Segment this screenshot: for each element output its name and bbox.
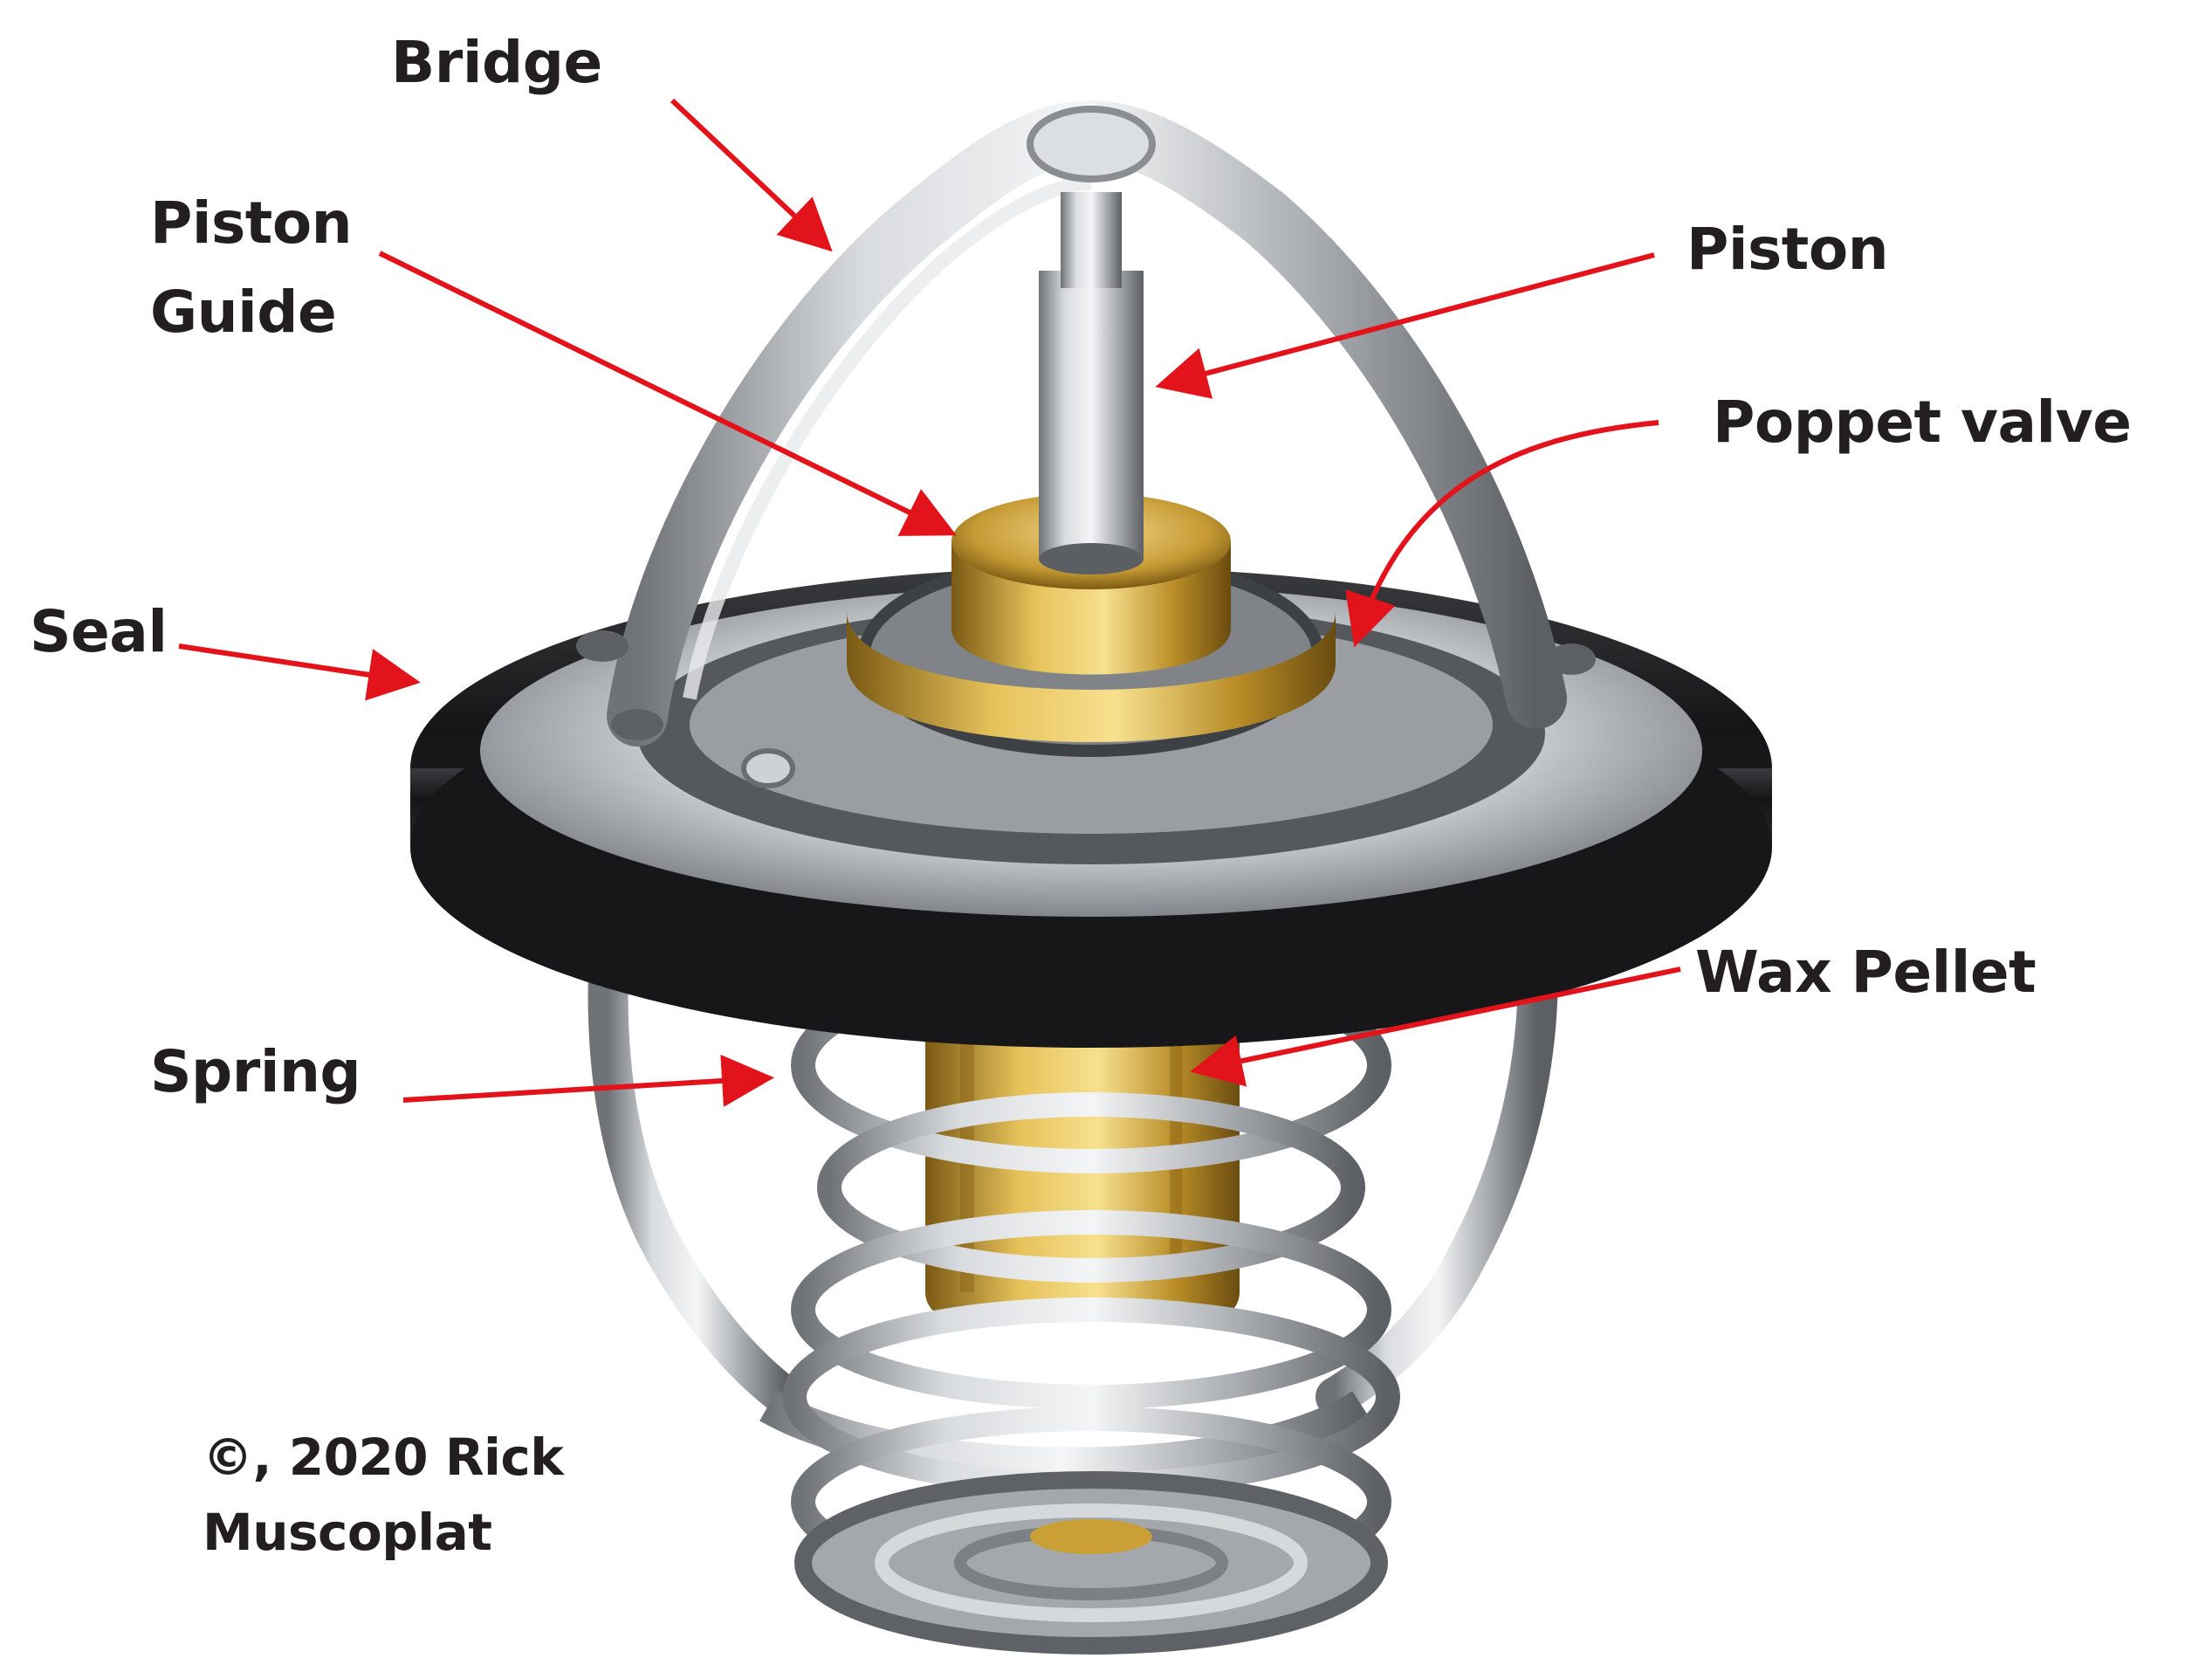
piston-rod — [1039, 271, 1144, 559]
rivet — [741, 748, 795, 788]
copyright-line2: Muscoplat — [203, 1503, 492, 1562]
copyright-line1: ©, 2020 Rick — [203, 1428, 564, 1487]
label-bridge: Bridge — [391, 29, 602, 96]
rivet — [576, 630, 629, 662]
arrow-icon — [178, 643, 421, 701]
rivet — [611, 709, 663, 740]
bridge-top — [1027, 106, 1156, 182]
frame-leg-right — [1316, 905, 1558, 1417]
arrow-icon — [1155, 252, 1655, 399]
arrow-icon — [1190, 967, 1681, 1087]
label-piston-guide-line2: Guide — [150, 279, 337, 346]
arrow-icon — [378, 251, 957, 536]
arrow-icon — [402, 1054, 774, 1107]
label-piston-guide-line1: Piston — [150, 189, 353, 257]
label-poppet-valve: Poppet valve — [1713, 389, 2132, 456]
label-spring: Spring — [150, 1038, 361, 1105]
label-seal: Seal — [30, 598, 168, 665]
arrow-icon — [670, 98, 833, 252]
arrow-icon — [1345, 420, 1659, 648]
label-piston: Piston — [1686, 216, 1889, 283]
rivet — [1547, 643, 1596, 675]
frame-leg-left — [587, 905, 806, 1417]
label-wax-pellet: Wax Pellet — [1695, 939, 2037, 1006]
